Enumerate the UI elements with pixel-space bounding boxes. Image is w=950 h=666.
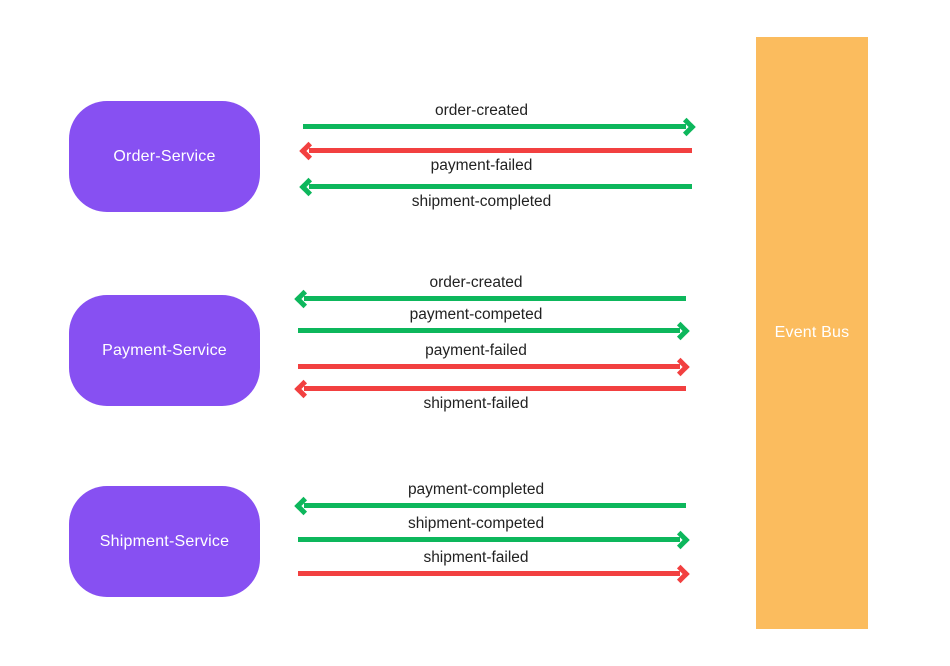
arrow-head — [671, 530, 690, 549]
message-shipment-completed: shipment-completed — [299, 177, 692, 211]
arrow-right-icon — [298, 530, 690, 549]
message-label: shipment-completed — [411, 193, 552, 210]
arrow-right-icon — [298, 357, 690, 376]
arrow-shaft — [304, 386, 686, 391]
message-label: payment-failed — [425, 342, 527, 359]
node-event-bus: Event Bus — [756, 37, 868, 629]
arrow-left-icon — [299, 141, 692, 160]
arrow-shaft — [309, 148, 692, 153]
message-label: shipment-competed — [407, 515, 545, 532]
arrow-left-icon — [299, 177, 692, 196]
arrow-head — [294, 289, 313, 308]
message-label: order-created — [434, 102, 529, 119]
message-shipment-failed: shipment-failed — [294, 379, 686, 413]
message-label: payment-completed — [407, 481, 545, 498]
message-payment-failed: payment-failed — [299, 141, 692, 175]
arrow-head — [671, 321, 690, 340]
message-label: order-created — [429, 274, 523, 291]
arrow-head — [671, 357, 690, 376]
arrow-shaft — [298, 328, 680, 333]
message-label: payment-competed — [409, 306, 543, 323]
arrow-shaft — [303, 124, 686, 129]
arrow-shaft — [298, 364, 680, 369]
message-payment-failed: payment-failed — [298, 342, 690, 376]
arrow-head — [677, 117, 696, 136]
message-payment-competed: payment-competed — [298, 306, 690, 340]
node-payment-service: Payment-Service — [69, 295, 260, 406]
message-order-created: order-created — [294, 274, 686, 308]
message-shipment-failed: shipment-failed — [298, 549, 690, 583]
arrow-shaft — [298, 537, 680, 542]
node-shipment-service: Shipment-Service — [69, 486, 260, 597]
message-label: payment-failed — [430, 157, 533, 174]
arrow-right-icon — [303, 117, 696, 136]
arrow-right-icon — [298, 321, 690, 340]
message-label: shipment-failed — [423, 549, 529, 566]
arrow-shaft — [304, 503, 686, 508]
node-order-service: Order-Service — [69, 101, 260, 212]
message-payment-completed: payment-completed — [294, 481, 686, 515]
arrow-head — [671, 564, 690, 583]
arrow-shaft — [304, 296, 686, 301]
message-order-created: order-created — [303, 102, 696, 136]
arrow-shaft — [298, 571, 680, 576]
arrow-head — [294, 496, 313, 515]
arrow-left-icon — [294, 496, 686, 515]
arrow-right-icon — [298, 564, 690, 583]
message-shipment-competed: shipment-competed — [298, 515, 690, 549]
arrow-left-icon — [294, 289, 686, 308]
message-label: shipment-failed — [423, 395, 529, 412]
arrow-left-icon — [294, 379, 686, 398]
arrow-shaft — [309, 184, 692, 189]
